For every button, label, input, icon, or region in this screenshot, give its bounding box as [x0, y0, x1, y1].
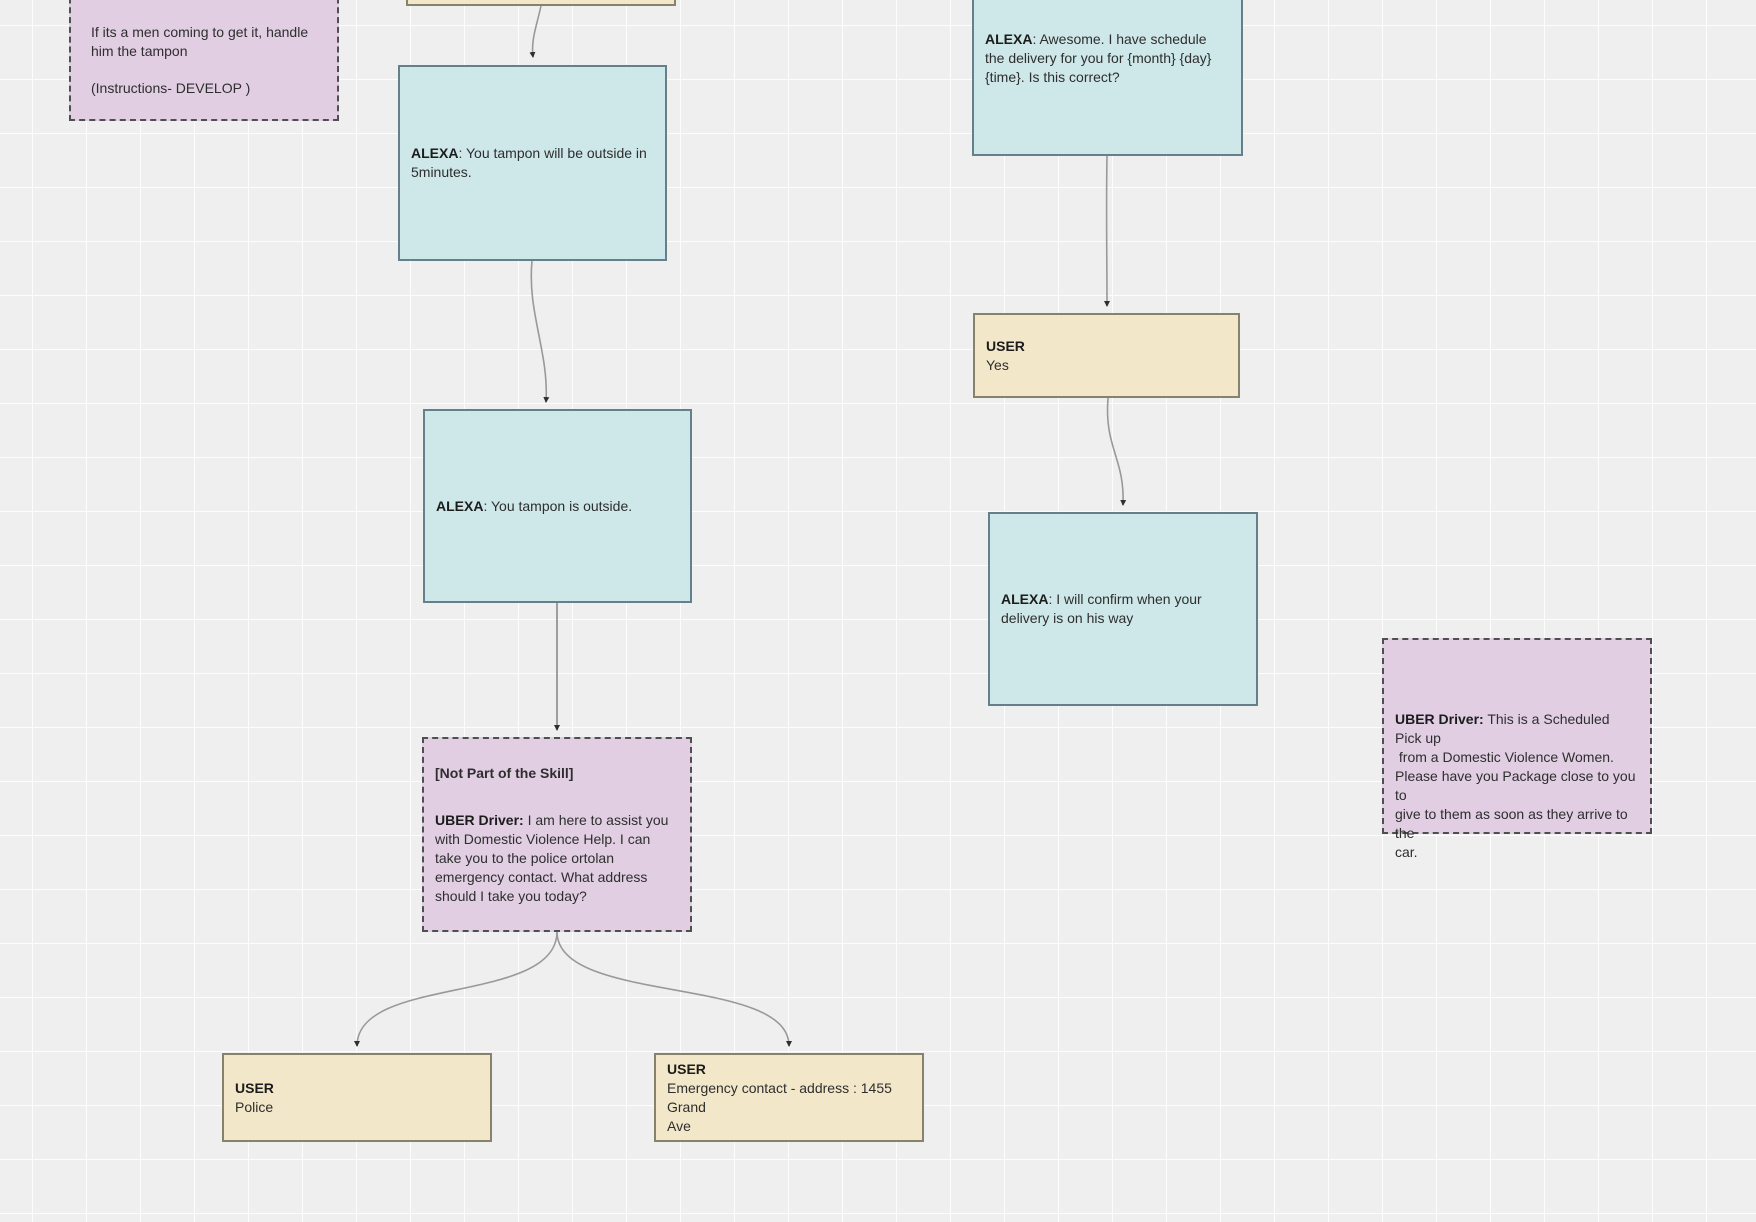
flow-node-alexa-confirm-delivery[interactable]: ALEXA: I will confirm when your delivery… [988, 512, 1258, 706]
message-text: : I will confirm when your delivery is o… [1001, 591, 1202, 626]
node-text: USER Emergency contact - address : 1455 … [656, 1052, 922, 1144]
node-text: ALEXA: I will confirm when your delivery… [990, 582, 1256, 636]
note-content: [Not Part of the Skill] UBER Driver: I a… [424, 764, 690, 906]
speaker-label: ALEXA [1001, 591, 1049, 607]
note-line: (Instructions- DEVELOP ) [91, 80, 251, 96]
connector-alexa5min-to-alexaoutside[interactable] [530, 260, 550, 403]
flow-node-alexa-schedule-delivery[interactable]: ALEXA: Awesome. I have schedule the deli… [972, 0, 1243, 156]
speaker-label: ALEXA [411, 145, 459, 161]
message-text: I am here to assist you with Domestic Vi… [435, 811, 669, 904]
node-text: ALEXA: Awesome. I have schedule the deli… [974, 22, 1241, 95]
flow-node-user-yes[interactable]: USER Yes [973, 313, 1240, 398]
note-line: If its a men coming to get it, handle hi… [91, 24, 309, 59]
speaker-label: UBER Driver: [435, 811, 524, 828]
message-text: This is a Scheduled Pick up from a Domes… [1395, 711, 1636, 860]
node-text: ALEXA: You tampon will be outside in 5mi… [400, 136, 665, 190]
speaker-label: USER [667, 1060, 706, 1077]
flow-node-user-police[interactable]: USER Police [222, 1053, 492, 1142]
speaker-label: ALEXA [436, 497, 484, 514]
note-content: UBER Driver: This is a Scheduled Pick up… [1384, 640, 1650, 862]
flow-node-user-top-cut[interactable] [406, 0, 676, 6]
message-text: : You tampon is outside. [483, 497, 633, 514]
speaker-label: USER [986, 337, 1025, 354]
connector-yes-to-alexaconfirm[interactable] [1106, 397, 1127, 506]
message-text: Yes [986, 356, 1009, 373]
node-text: USER Yes [975, 329, 1238, 383]
speaker-label: UBER Driver: [1395, 711, 1484, 727]
note-uber-scheduled-pickup[interactable]: UBER Driver: This is a Scheduled Pick up… [1382, 638, 1652, 860]
speaker-label: USER [235, 1079, 274, 1096]
note-instructions-develop[interactable]: arrive to the car If its a men coming to… [69, 0, 339, 121]
note-paragraph: UBER Driver: I am here to assist you wit… [435, 811, 676, 906]
flow-node-user-emergency-contact[interactable]: USER Emergency contact - address : 1455 … [654, 1053, 924, 1142]
flow-node-alexa-tampon-outside[interactable]: ALEXA: You tampon is outside. [423, 409, 692, 603]
note-line: arrive to the car [91, 0, 323, 5]
message-text: Police [235, 1098, 274, 1115]
note-content: arrive to the car If its a men coming to… [91, 0, 323, 116]
connector-topuser-to-alexa5min[interactable] [529, 5, 542, 58]
node-text: ALEXA: You tampon is outside. [425, 489, 690, 524]
connector-noteskill-to-emergency[interactable] [556, 931, 792, 1047]
message-text: : Awesome. I have schedule the delivery … [985, 30, 1212, 85]
note-title: [Not Part of the Skill] [435, 764, 574, 781]
connector-noteskill-to-police[interactable] [354, 931, 558, 1047]
message-text: : You tampon will be outside in 5minutes… [411, 145, 647, 180]
message-text: Emergency contact - address : 1455 Grand… [667, 1079, 892, 1134]
note-not-part-of-skill[interactable]: [Not Part of the Skill] UBER Driver: I a… [422, 737, 692, 932]
speaker-label: ALEXA [985, 30, 1033, 47]
flow-node-alexa-tampon-5min[interactable]: ALEXA: You tampon will be outside in 5mi… [398, 65, 667, 261]
node-text: USER Police [224, 1071, 490, 1125]
